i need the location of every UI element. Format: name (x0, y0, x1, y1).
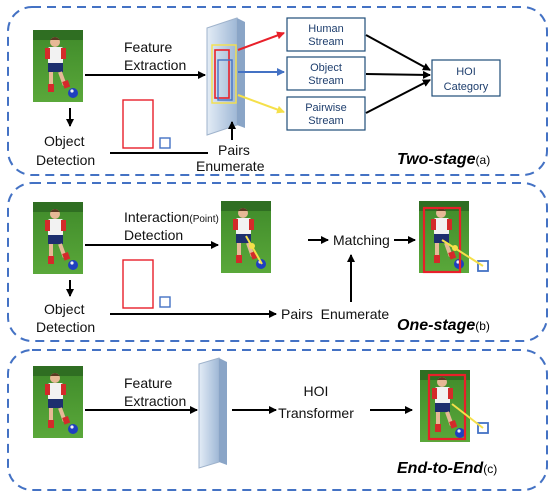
interaction-point-image (221, 201, 271, 273)
human-stream-box: Human Stream (286, 17, 366, 52)
panel-two-stage: Feature Extraction Human Stream Object S… (7, 6, 548, 176)
arrow-human-to-hoi (365, 34, 431, 71)
interaction-label-2: Detection (124, 227, 183, 243)
stage-title-a: Two-stage(a) (397, 151, 490, 168)
arrow-pairwise-stream (237, 94, 285, 114)
input-image-c (33, 366, 83, 438)
feature-label-1: Feature (124, 39, 172, 55)
pairwise-stream-label-2: Stream (308, 115, 343, 127)
interaction-label-1: Interaction(Point) (124, 209, 219, 225)
arrow-object-to-hoi (365, 70, 431, 79)
panel-c-border (7, 349, 548, 491)
hoi-transformer-label-1: HOI (304, 383, 329, 399)
object-bbox-b (159, 296, 171, 308)
human-bbox-result-b (422, 206, 462, 274)
object-roi-box (217, 59, 233, 101)
object-stream-label-2: Stream (308, 75, 343, 87)
object-stream-label-1: Object (310, 62, 342, 74)
hoi-category-label-1: HOI (456, 66, 476, 78)
object-detection-label-2: Detection (36, 152, 95, 168)
input-image-b (33, 202, 83, 274)
pairs-label-1: Pairs (218, 142, 250, 158)
human-bbox-result-c (427, 373, 467, 441)
hoi-transformer-label-2: Transformer (278, 405, 354, 421)
feature-c-label-2: Extraction (124, 393, 186, 409)
pairwise-stream-label-1: Pairwise (305, 102, 347, 114)
human-bbox-b (122, 259, 154, 309)
hoi-category-box: HOI Category (431, 59, 501, 97)
feature-map-c (198, 357, 227, 469)
object-bbox-a (159, 137, 171, 149)
feature-label-2: Extraction (124, 57, 186, 73)
human-bbox-a (122, 99, 154, 149)
panel-end-to-end: Feature Extraction HOI Transformer End-t… (7, 349, 548, 491)
pairs-label-2: Enumerate (196, 158, 265, 174)
input-image-a (33, 30, 83, 102)
panel-b-border (7, 182, 548, 342)
matching-label: Matching (333, 232, 390, 248)
panel-a-border (7, 6, 548, 176)
pairs-enumerate-label: Pairs Enumerate (281, 306, 389, 322)
object-detection-b-label-2: Detection (36, 319, 95, 335)
object-detection-b-label-1: Object (44, 301, 85, 317)
pairwise-stream-box: Pairwise Stream (286, 96, 366, 131)
arrow-pairwise-to-hoi (365, 79, 431, 114)
object-bbox-result-c (477, 422, 489, 434)
panel-one-stage: Interaction(Point) Detection Matching Ob… (7, 182, 548, 342)
result-image-c (420, 370, 489, 442)
feature-c-label-1: Feature (124, 375, 172, 391)
human-roi-box (214, 49, 230, 99)
feature-map-a (206, 17, 245, 136)
object-detection-label-1: Object (44, 133, 85, 149)
result-image-b (419, 201, 489, 274)
object-stream-box: Object Stream (286, 56, 366, 91)
object-bbox-result-b (477, 260, 489, 272)
human-stream-label-1: Human (308, 23, 343, 35)
hoi-category-label-2: Category (444, 81, 489, 93)
pair-roi-box (211, 44, 237, 104)
human-stream-label-2: Stream (308, 36, 343, 48)
arrow-human-stream (237, 31, 285, 51)
stage-title-c: End-to-End(c) (397, 460, 497, 477)
stage-title-b: One-stage(b) (397, 317, 490, 334)
